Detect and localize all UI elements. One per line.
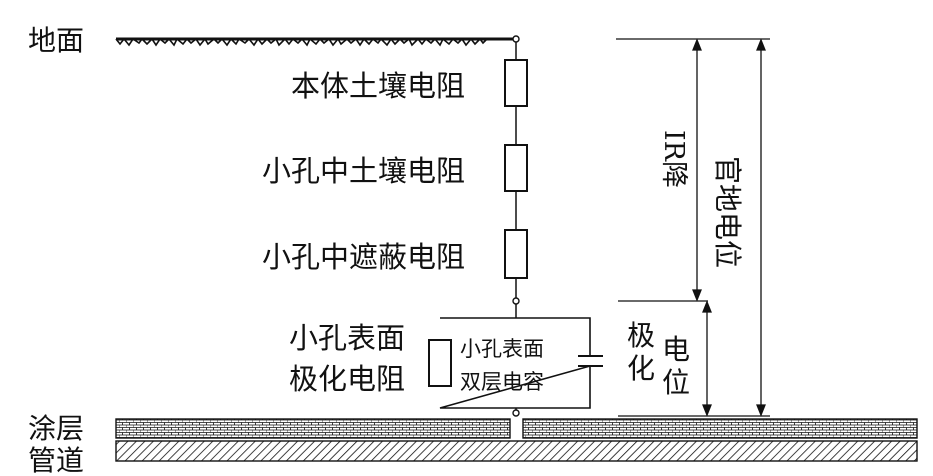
polarization-resistance-label-line2: 极化电阻 [289,362,405,396]
bulk-soil-resistance-label: 本体土壤电阻 [291,69,465,103]
bulk-soil-resistor [504,59,528,107]
hole-shielding-resistor [504,229,528,279]
coating-layer [115,418,918,439]
mid-node [512,297,520,305]
top-node [512,35,520,43]
coating-label: 涂层 [28,412,84,445]
polarization-potential-label: 极 化 电 位 [627,319,690,399]
dimension-lines [616,38,770,417]
double-layer-capacitance-label-line1: 小孔表面 [460,337,544,361]
polarization-char-3: 电 [662,333,690,366]
pipe-label: 管道 [28,444,84,476]
polarization-char-4: 位 [662,366,690,399]
ground-label: 地面 [28,24,84,57]
bottom-node [512,409,520,417]
polarization-resistor [428,339,452,387]
pipe-to-soil-potential-label: 官地电位 [711,156,744,268]
ground-surface [115,37,513,47]
hole-soil-resistor [504,144,528,192]
hole-soil-resistance-label: 小孔中土壤电阻 [262,154,465,188]
polarization-resistance-label-line1: 小孔表面 [289,321,405,355]
hole-shielding-resistance-label: 小孔中遮蔽电阻 [262,240,465,274]
ir-drop-label: IR降 [658,130,689,188]
double-layer-capacitance-label-line2: 双层电容 [460,370,544,394]
polarization-char-1: 极 [627,319,655,352]
parallel-rc-loop [439,317,591,409]
series-circuit [428,35,603,417]
polarization-char-2: 化 [627,352,655,385]
pipe-wall [115,440,918,462]
